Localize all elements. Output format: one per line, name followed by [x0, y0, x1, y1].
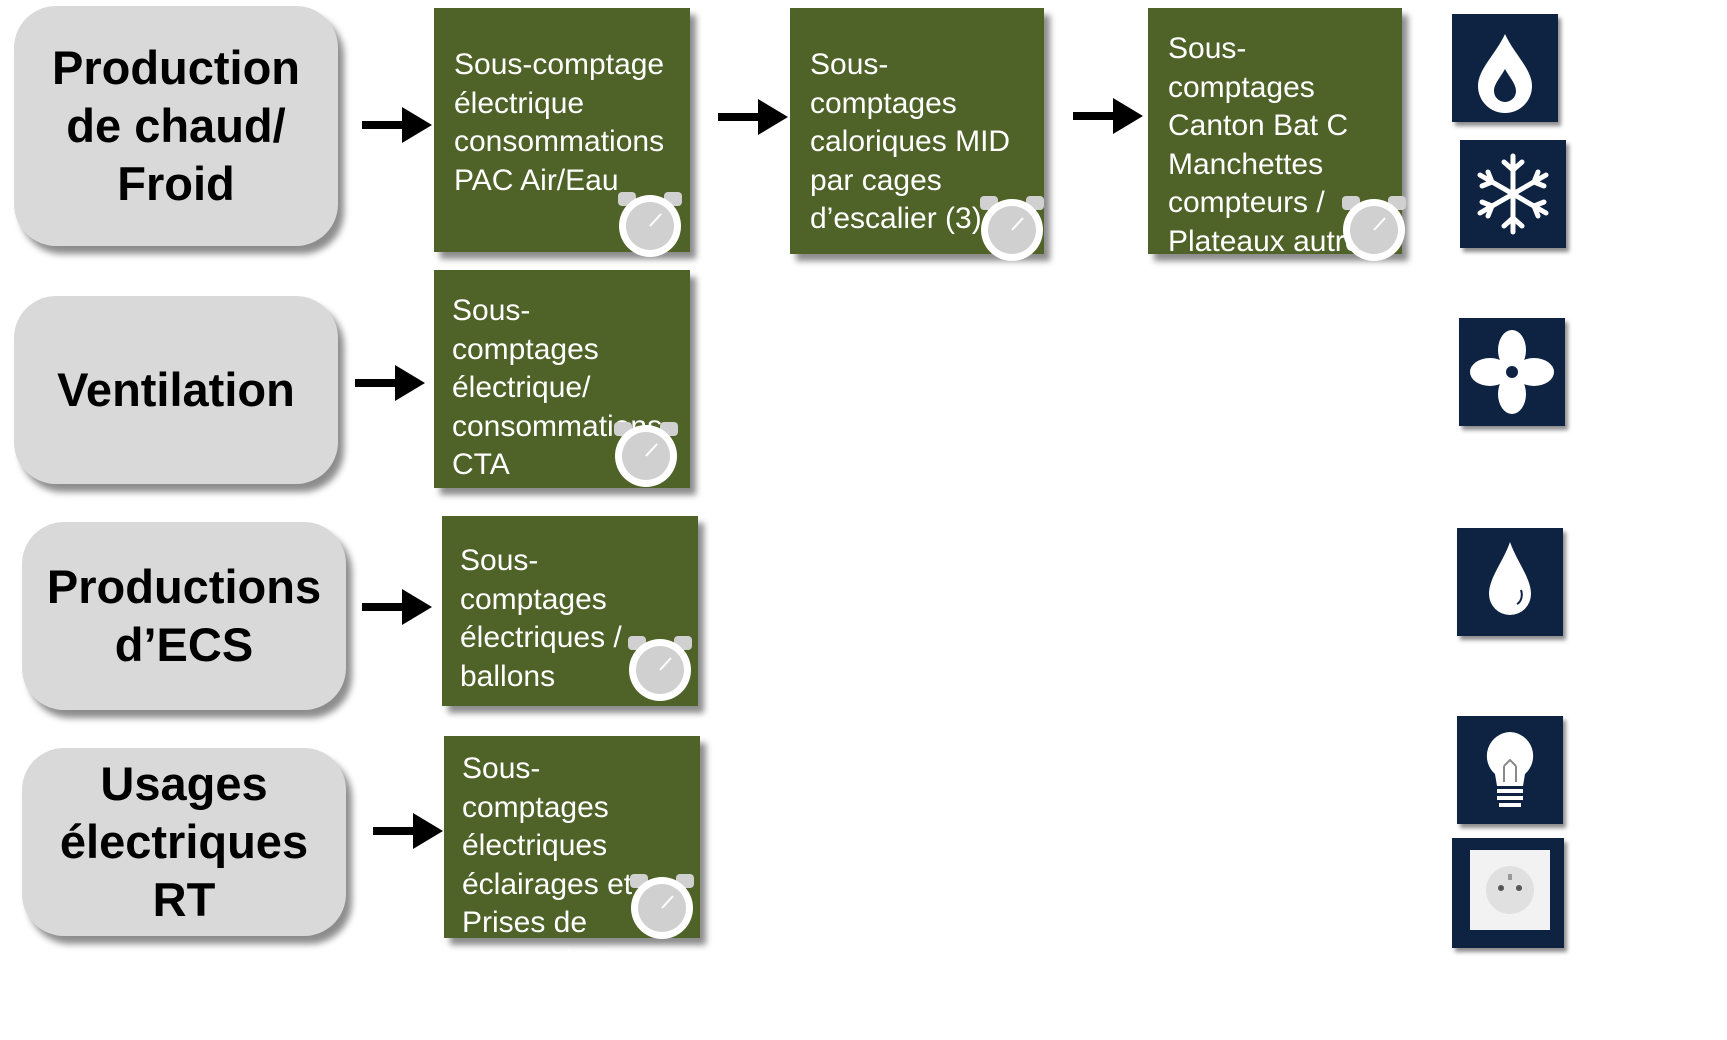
box-text: Sous-comptages caloriques MID par cages … [810, 48, 1011, 235]
category-label: Productions d’ECS [46, 560, 322, 671]
box-text: Sous-comptages électrique/ consommations… [452, 294, 663, 481]
category-label: Usages électriques RT [59, 757, 309, 926]
category-label: Ventilation [57, 363, 295, 416]
box-cta: Sous-comptages électrique/ consommations… [434, 270, 690, 488]
light-bulb-icon [1457, 716, 1563, 824]
arrow-right-icon [1073, 98, 1143, 134]
meter-icon [1342, 196, 1406, 261]
water-drop-icon [1457, 528, 1563, 636]
arrow-right-icon [373, 813, 443, 849]
box-ballons: Sous-comptages électriques / ballons [442, 516, 698, 706]
box-eclairages-prises: Sous-comptages électriques éclairages et… [444, 736, 700, 978]
arrow-right-icon [362, 107, 432, 143]
category-usages-electriques: Usages électriques RT [22, 748, 346, 936]
arrow-right-icon [355, 365, 425, 401]
box-text: Sous-comptage électrique consommations P… [454, 48, 665, 197]
category-ventilation: Ventilation [14, 296, 338, 484]
flame-drop-icon [1452, 14, 1558, 122]
category-production-chaud-froid: Production de chaud/ Froid [14, 6, 338, 246]
snowflake-icon [1460, 140, 1566, 248]
fan-icon [1459, 318, 1565, 426]
box-text: Sous-comptages Canton Bat C Manchettes c… [1168, 32, 1377, 296]
meter-icon [618, 192, 682, 257]
box-text: Sous-comptages électriques éclairages et… [462, 752, 633, 978]
box-pac-air-eau: Sous-comptage électrique consommations P… [434, 8, 690, 257]
arrow-right-icon [362, 589, 432, 625]
arrow-right-icon [718, 99, 788, 135]
box-caloriques-mid: Sous-comptages caloriques MID par cages … [790, 8, 1044, 261]
category-productions-ecs: Productions d’ECS [22, 522, 346, 710]
category-label: Production de chaud/ Froid [51, 41, 301, 210]
meter-icon [980, 196, 1044, 261]
power-socket-icon [1452, 838, 1564, 948]
meter-icon [614, 422, 678, 487]
meter-icon [628, 636, 692, 701]
meter-icon [630, 874, 694, 939]
box-text: Sous-comptages électriques / ballons [460, 544, 622, 693]
box-canton-bat-c: Sous-comptages Canton Bat C Manchettes c… [1148, 8, 1406, 296]
